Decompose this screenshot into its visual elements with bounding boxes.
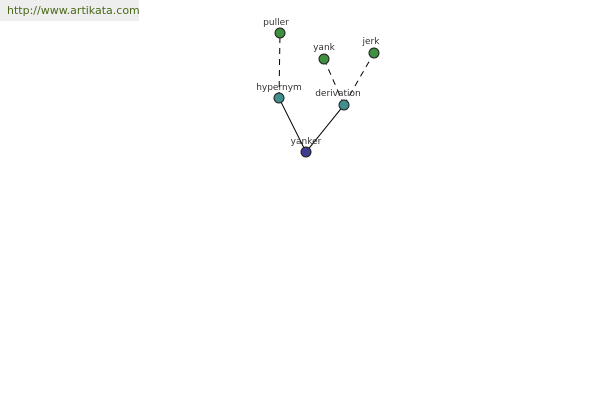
node-puller-label: puller — [263, 18, 289, 28]
node-yanker-label: yanker — [291, 137, 322, 147]
edge-derivation-yank — [323, 58, 345, 106]
node-yank[interactable]: yank — [313, 43, 336, 65]
node-yanker[interactable]: yanker — [291, 137, 322, 158]
node-yank-circle[interactable] — [318, 53, 330, 65]
node-jerk[interactable]: jerk — [362, 37, 381, 59]
node-puller[interactable]: puller — [263, 18, 289, 39]
node-yanker-circle[interactable] — [300, 146, 312, 158]
node-hypernym-label: hypernym — [256, 83, 302, 93]
source-url-banner[interactable]: http://www.artikata.com — [0, 0, 140, 21]
edges-layer — [278, 32, 375, 153]
edge-yanker-derivation — [305, 104, 345, 153]
node-jerk-circle[interactable] — [368, 47, 380, 59]
nodes-layer: yanker hypernym derivation puller yank jerk — [256, 18, 381, 158]
node-derivation-circle[interactable] — [338, 99, 350, 111]
edge-yanker-hypernym — [278, 97, 307, 153]
node-derivation[interactable]: derivation — [315, 89, 361, 111]
node-derivation-label: derivation — [315, 89, 361, 99]
node-hypernym-circle[interactable] — [273, 92, 285, 104]
node-jerk-label: jerk — [362, 37, 381, 47]
node-hypernym[interactable]: hypernym — [256, 83, 302, 104]
node-puller-circle[interactable] — [274, 27, 286, 39]
node-yank-label: yank — [313, 43, 336, 53]
